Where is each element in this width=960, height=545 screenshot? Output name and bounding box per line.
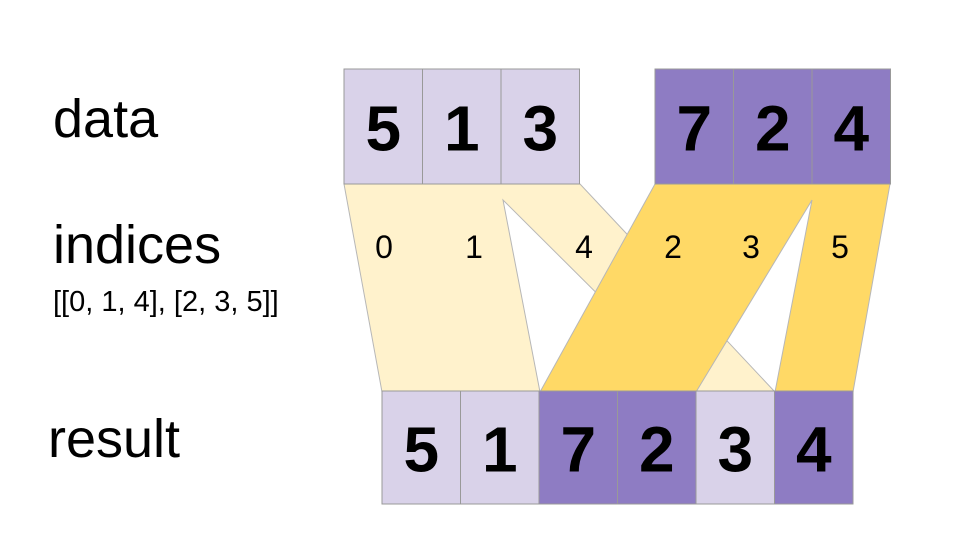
data-value: 3 — [522, 93, 558, 165]
index-value: 4 — [575, 229, 593, 265]
index-value: 0 — [375, 229, 393, 265]
index-bands — [343, 183, 891, 393]
result-value: 1 — [482, 414, 518, 486]
result-cell — [538, 390, 618, 505]
data-value: 7 — [676, 93, 712, 165]
data-cell — [422, 68, 502, 185]
result-cell — [381, 390, 461, 505]
indices-row: 0 1 4 2 3 5 — [375, 229, 849, 265]
data-cell — [811, 68, 891, 185]
result-cell — [460, 390, 540, 505]
index-value: 1 — [465, 229, 483, 265]
result-value: 3 — [717, 414, 753, 486]
result-cell — [617, 390, 697, 505]
result-value: 5 — [403, 414, 439, 486]
index-value: 2 — [664, 229, 682, 265]
index-value: 5 — [831, 229, 849, 265]
result-cell — [774, 390, 854, 505]
result-value: 7 — [560, 414, 596, 486]
result-label: result — [48, 409, 181, 469]
data-cell — [654, 68, 734, 185]
data-cell — [343, 68, 423, 185]
data-label: data — [53, 89, 159, 149]
data-value: 4 — [833, 93, 869, 165]
data-value: 1 — [444, 93, 480, 165]
data-cell — [500, 68, 580, 185]
data-cell — [733, 68, 813, 185]
indices-label: indices — [53, 215, 222, 275]
index-value: 3 — [742, 229, 760, 265]
data-value: 2 — [755, 93, 791, 165]
data-value: 5 — [365, 93, 401, 165]
result-value: 4 — [796, 414, 832, 486]
indices-expression: [[0, 1, 4], [2, 3, 5]] — [53, 286, 279, 318]
result-value: 2 — [639, 414, 675, 486]
result-cell — [695, 390, 775, 505]
